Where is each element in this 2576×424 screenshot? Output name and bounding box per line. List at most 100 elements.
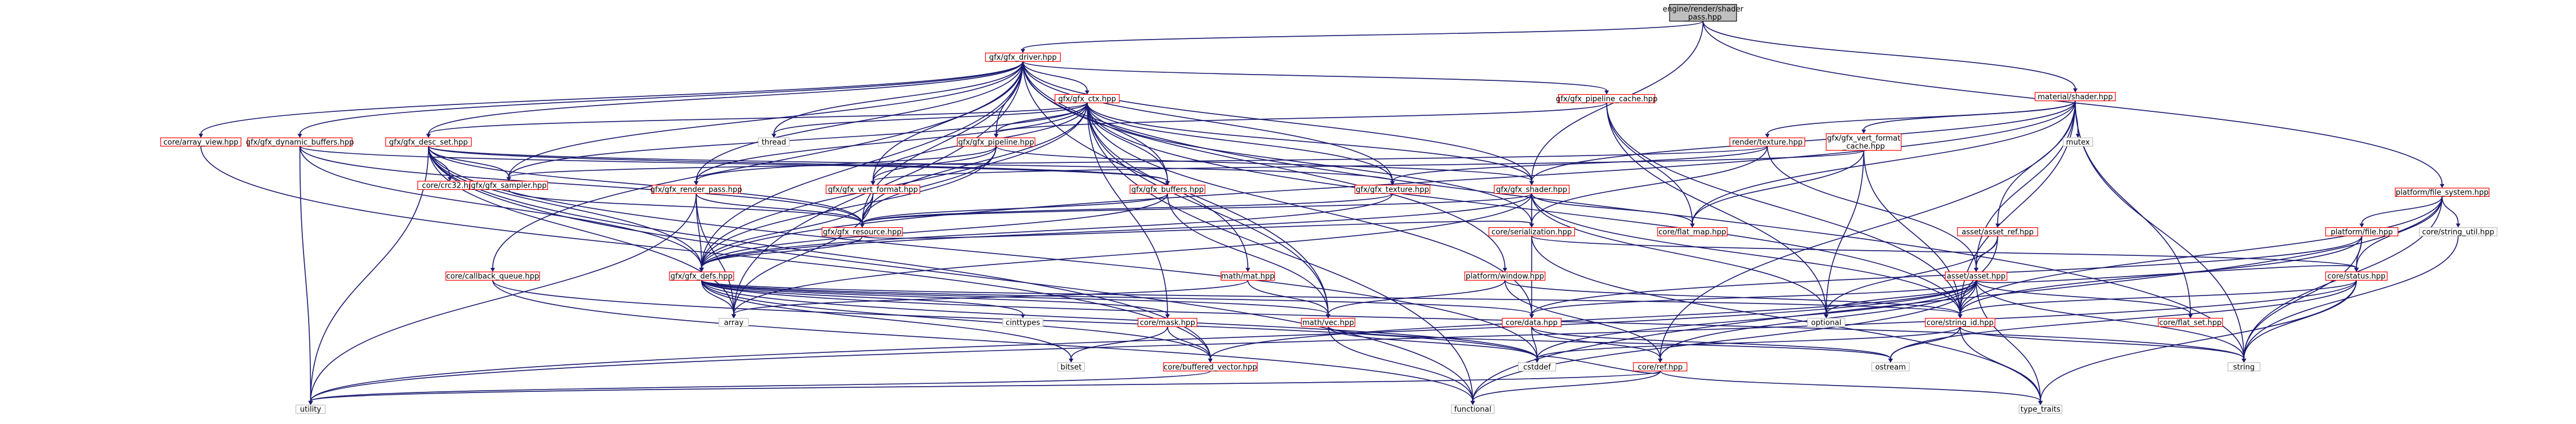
node-core-mask[interactable]: core/mask.hpp <box>1137 318 1197 328</box>
node-label: gfx/gfx_sampler.hpp <box>471 182 547 190</box>
node-core-flat-map[interactable]: core/flat_map.hpp <box>1657 227 1728 237</box>
node-box <box>669 271 734 281</box>
edge-material-shader-to-gfx-vert-format-cache <box>1861 100 2076 134</box>
edge-core-string-id-to-ostream <box>1888 326 1961 363</box>
edge-material-shader-to-asset-asset-ref <box>1995 100 2076 228</box>
node-gfx-vert-format[interactable]: gfx/gfx_vert_format.hpp <box>826 185 920 195</box>
node-functional[interactable]: functional <box>1451 404 1495 414</box>
node-gfx-defs[interactable]: gfx/gfx_defs.hpp <box>669 271 734 281</box>
node-box <box>1558 94 1655 103</box>
edge-gfx-render-pass-to-utility <box>308 193 697 405</box>
node-gfx-texture[interactable]: gfx/gfx_texture.hpp <box>1355 185 1430 195</box>
graph-nodes: engine/render/shader_pass.hpp gfx/gfx_dri… <box>160 4 2497 414</box>
node-gfx-shader[interactable]: gfx/gfx_shader.hpp <box>1493 185 1570 195</box>
node-label: core/array_view.hpp <box>164 138 239 147</box>
edge-core-ref-to-cstddef <box>1535 356 1661 374</box>
node-box <box>2325 271 2388 281</box>
node-box <box>1517 362 1557 372</box>
node-label: gfx/gfx_pipeline.hpp <box>958 138 1034 147</box>
node-box <box>2227 362 2260 372</box>
edge-core-status-to-type-traits <box>2038 280 2357 405</box>
node-label: render/texture.hpp <box>1732 138 1803 147</box>
edge-gfx-ctx-to-gfx-texture <box>1087 103 1395 185</box>
node-core-callback-queue[interactable]: core/callback_queue.hpp <box>445 271 540 281</box>
node-platform-window[interactable]: platform/window.hpp <box>1464 271 1546 281</box>
node-core-array-view[interactable]: core/array_view.hpp <box>160 137 242 147</box>
node-gfx-render-pass[interactable]: gfx/gfx_render_pass.hpp <box>651 185 742 195</box>
node-label: core/status.hpp <box>2328 273 2386 281</box>
edge-gfx-vert-format-cache-to-gfx-vert-format <box>870 150 1865 185</box>
node-math-mat[interactable]: math/mat.hpp <box>1220 271 1275 281</box>
node-array[interactable]: array <box>718 318 749 328</box>
edge-root-to-gfx-driver <box>1020 21 1704 53</box>
node-cstddef[interactable]: cstddef <box>1517 362 1557 372</box>
edge-core-mask-to-bitset <box>1068 326 1168 363</box>
node-type-traits[interactable]: type_traits <box>2018 404 2063 414</box>
node-gfx-driver[interactable]: gfx/gfx_driver.hpp <box>985 52 1061 62</box>
edge-gfx-driver-to-gfx-pipeline-cache <box>1022 61 1609 95</box>
node-core-string-id[interactable]: core/string_id.hpp <box>1925 318 1995 328</box>
node-label: math/vec.hpp <box>1302 319 1354 328</box>
node-box <box>822 227 903 236</box>
node-gfx-pipeline-cache[interactable]: gfx/gfx_pipeline_cache.hpp <box>1556 94 1657 104</box>
node-box <box>2018 404 2063 414</box>
node-gfx-sampler[interactable]: gfx/gfx_sampler.hpp <box>469 181 548 190</box>
node-box <box>1129 185 1205 194</box>
edge-gfx-pipeline-cache-to-gfx-pipeline <box>994 102 1608 138</box>
node-utility[interactable]: utility <box>295 404 326 414</box>
node-label: asset/asset_ref.hpp <box>1962 228 2034 236</box>
node-label: core/data.hpp <box>1505 319 1558 328</box>
node-core-flat-set[interactable]: core/flat_set.hpp <box>2158 318 2223 328</box>
node-box <box>1301 318 1356 327</box>
node-asset-asset[interactable]: asset/asset.hpp <box>1945 271 2007 281</box>
node-core-ref[interactable]: core/ref.hpp <box>1633 362 1688 372</box>
node-gfx-pipeline[interactable]: gfx/gfx_pipeline.hpp <box>956 137 1036 147</box>
node-string[interactable]: string <box>2227 362 2260 372</box>
node-cinttypes[interactable]: cinttypes <box>1002 318 1044 328</box>
node-mutex[interactable]: mutex <box>2063 137 2094 147</box>
node-gfx-dynamic-buffers[interactable]: gfx/gfx_dynamic_buffers.hpp <box>246 137 354 147</box>
edge-gfx-buffers-to-gfx-defs <box>699 193 1168 272</box>
node-core-buffered-vector[interactable]: core/buffered_vector.hpp <box>1163 362 1258 372</box>
edge-platform-file-system-to-platform-file <box>2359 196 2443 228</box>
node-gfx-desc-set[interactable]: gfx/gfx_desc_set.hpp <box>385 137 472 147</box>
edge-core-ref-to-functional <box>1470 371 1661 405</box>
node-label: material/shader.hpp <box>2038 93 2113 102</box>
node-math-vec[interactable]: math/vec.hpp <box>1301 318 1356 328</box>
edge-core-data-to-ostream <box>1531 326 1893 363</box>
node-box <box>1945 271 2007 281</box>
node-platform-file-system[interactable]: platform/file_system.hpp <box>2395 188 2489 197</box>
node-box <box>385 137 472 147</box>
node-bitset[interactable]: bitset <box>1057 362 1085 372</box>
node-gfx-vert-format-cache[interactable]: gfx/gfx_vert_format_cache.hpp <box>1826 133 1902 151</box>
node-label: gfx/gfx_buffers.hpp <box>1131 186 1204 195</box>
node-box <box>2325 227 2399 236</box>
node-core-data[interactable]: core/data.hpp <box>1501 318 1562 328</box>
node-thread[interactable]: thread <box>758 137 790 147</box>
node-box <box>2063 137 2094 147</box>
node-core-status[interactable]: core/status.hpp <box>2325 271 2388 281</box>
edge-render-texture-to-gfx-texture <box>1390 146 1768 185</box>
edge-core-status-to-core-string-id <box>1958 280 2357 318</box>
node-asset-asset-ref[interactable]: asset/asset_ref.hpp <box>1957 227 2038 237</box>
edge-gfx-driver-to-gfx-dynamic-buffers <box>297 61 1024 138</box>
node-gfx-ctx[interactable]: gfx/gfx_ctx.hpp <box>1054 94 1120 104</box>
node-box <box>758 137 790 147</box>
node-core-serialization[interactable]: core/serialization.hpp <box>1488 227 1575 237</box>
node-core-string-util[interactable]: core/string_util.hpp <box>2419 227 2497 237</box>
node-ostream[interactable]: ostream <box>1871 362 1910 372</box>
node-label: gfx/gfx_driver.hpp <box>989 53 1057 62</box>
node-gfx-resource[interactable]: gfx/gfx_resource.hpp <box>822 227 903 237</box>
node-optional[interactable]: optional <box>1807 318 1846 328</box>
edge-core-string-id-to-string <box>1959 326 2247 363</box>
edge-core-string-util-to-string <box>2242 236 2459 363</box>
edge-gfx-desc-set-to-array <box>428 146 736 318</box>
node-render-texture[interactable]: render/texture.hpp <box>1729 137 1805 147</box>
node-platform-file[interactable]: platform/file.hpp <box>2325 227 2399 237</box>
node-root[interactable]: engine/render/shader_pass.hpp <box>1663 4 1744 22</box>
node-gfx-buffers[interactable]: gfx/gfx_buffers.hpp <box>1129 185 1205 195</box>
node-material-shader[interactable]: material/shader.hpp <box>2034 92 2116 102</box>
node-box <box>718 318 749 327</box>
edge-gfx-driver-to-platform-window <box>1022 61 1508 272</box>
edge-math-mat-to-math-vec <box>1247 280 1330 318</box>
